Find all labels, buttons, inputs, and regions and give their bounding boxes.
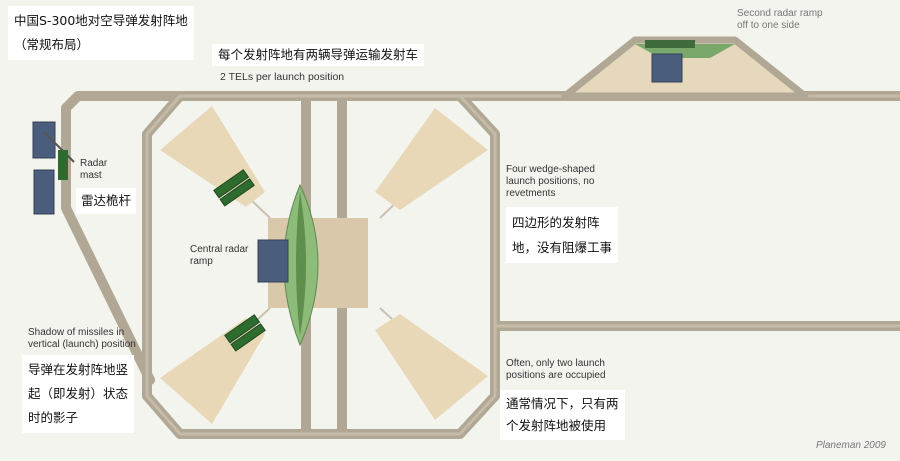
shadow-label-en: Shadow of missiles in vertical (launch) … — [28, 327, 136, 350]
second-radar-ramp — [561, 36, 809, 100]
launch-pad-nw — [160, 106, 265, 207]
credit-label: Planeman 2009 — [815, 440, 886, 451]
occupied-label-cn: 通常情况下，只有两 个发射阵地被使用 — [500, 390, 625, 440]
second-radar-label: Second radar ramp off to one side — [737, 8, 823, 31]
central-radar-ramp — [257, 183, 319, 347]
occupied-label-en: Often, only two launch positions are occ… — [506, 358, 606, 381]
radar-mast-label-cn: 雷达桅杆 — [76, 188, 137, 214]
radar-mast — [32, 121, 75, 215]
tel-vehicles — [213, 169, 266, 352]
tel-label-cn: 每个发射阵地有两辆导弹运输发射车 — [212, 44, 425, 66]
wedge-label-cn: 四边形的发射阵 地，没有阻爆工事 — [506, 207, 619, 263]
title-label-cn: 中国S-300地对空导弹发射阵地 （常规布局） — [8, 6, 194, 60]
central-radar-label: Central radar ramp — [190, 244, 249, 267]
tel-label-en: 2 TELs per launch position — [220, 71, 345, 83]
wedge-label-en: Four wedge-shaped launch positions, no r… — [506, 164, 595, 199]
central-radar-vehicle — [257, 239, 289, 283]
radar-mast-label-en: Radar mast — [80, 158, 108, 181]
second-radar-vehicle — [651, 53, 683, 83]
launch-pad-se — [375, 314, 488, 420]
shadow-label-cn: 导弹在发射阵地竖 起（即发射）状态 时的影子 — [22, 355, 135, 433]
launch-pad-ne — [375, 108, 488, 210]
radar-mast-road — [61, 91, 185, 385]
